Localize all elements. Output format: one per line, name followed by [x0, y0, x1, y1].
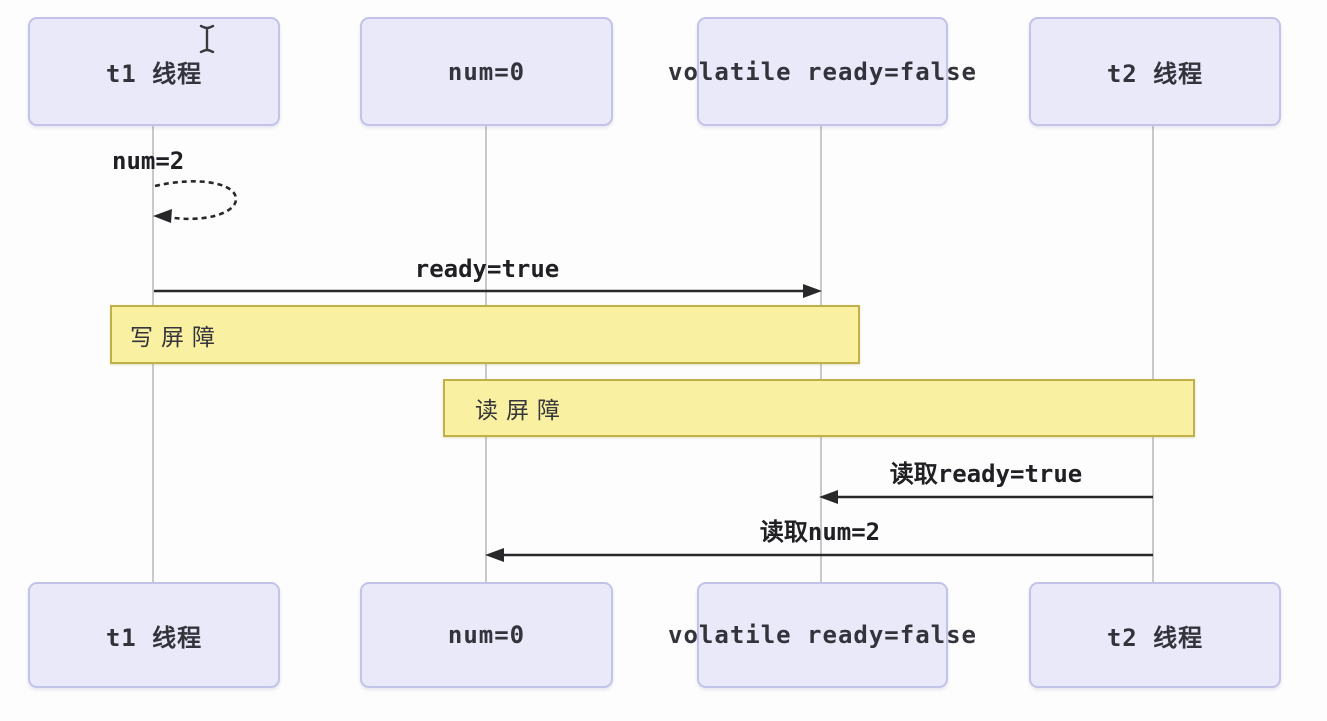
participant-label: volatile ready=false	[668, 621, 977, 649]
participant-label: t2 线程	[1106, 623, 1204, 652]
participant-box-t2-bottom[interactable]: t2 线程	[1029, 582, 1281, 688]
self-loop-arrowhead	[153, 209, 172, 223]
message-label-read-ready[interactable]: 读取ready=true	[889, 460, 1083, 488]
participant-box-num-top[interactable]: num=0	[360, 17, 613, 126]
barrier-label: 写屏障	[130, 324, 223, 351]
self-loop-arrow-num2[interactable]	[153, 180, 238, 223]
participant-box-t2-top[interactable]: t2 线程	[1029, 17, 1281, 126]
read-barrier-bar[interactable]: 读屏障	[443, 379, 1195, 437]
participant-label: num=0	[447, 621, 526, 649]
arrowhead-left	[819, 490, 838, 504]
participant-box-t1-bottom[interactable]: t1 线程	[28, 582, 280, 688]
self-message-label[interactable]: num=2	[112, 147, 185, 175]
arrowhead-left	[485, 548, 504, 562]
participant-box-t1-top[interactable]: t1 线程	[28, 17, 280, 126]
participant-label: volatile ready=false	[668, 57, 977, 86]
participant-label: t1 线程	[105, 623, 203, 652]
participant-label: num=0	[447, 57, 526, 86]
message-label-read-num[interactable]: 读取num=2	[759, 518, 881, 546]
message-arrow-read-ready[interactable]	[819, 490, 1153, 504]
arrowhead-right	[803, 284, 822, 298]
participant-box-ready-top[interactable]: volatile ready=false	[668, 17, 976, 126]
participant-box-ready-bottom[interactable]: volatile ready=false	[668, 582, 976, 688]
text-ibeam-cursor-icon	[197, 23, 217, 59]
participant-label: t1 线程	[105, 60, 203, 88]
participant-box-num-bottom[interactable]: num=0	[360, 582, 613, 688]
message-arrow-ready-true[interactable]	[154, 284, 822, 298]
message-label-ready-true[interactable]: ready=true	[414, 255, 560, 283]
self-loop-path[interactable]	[154, 180, 238, 221]
message-arrow-read-num[interactable]	[485, 548, 1153, 562]
barrier-label: 读屏障	[475, 398, 568, 424]
write-barrier-bar[interactable]: 写屏障	[110, 305, 860, 364]
participant-label: t2 线程	[1106, 60, 1204, 88]
